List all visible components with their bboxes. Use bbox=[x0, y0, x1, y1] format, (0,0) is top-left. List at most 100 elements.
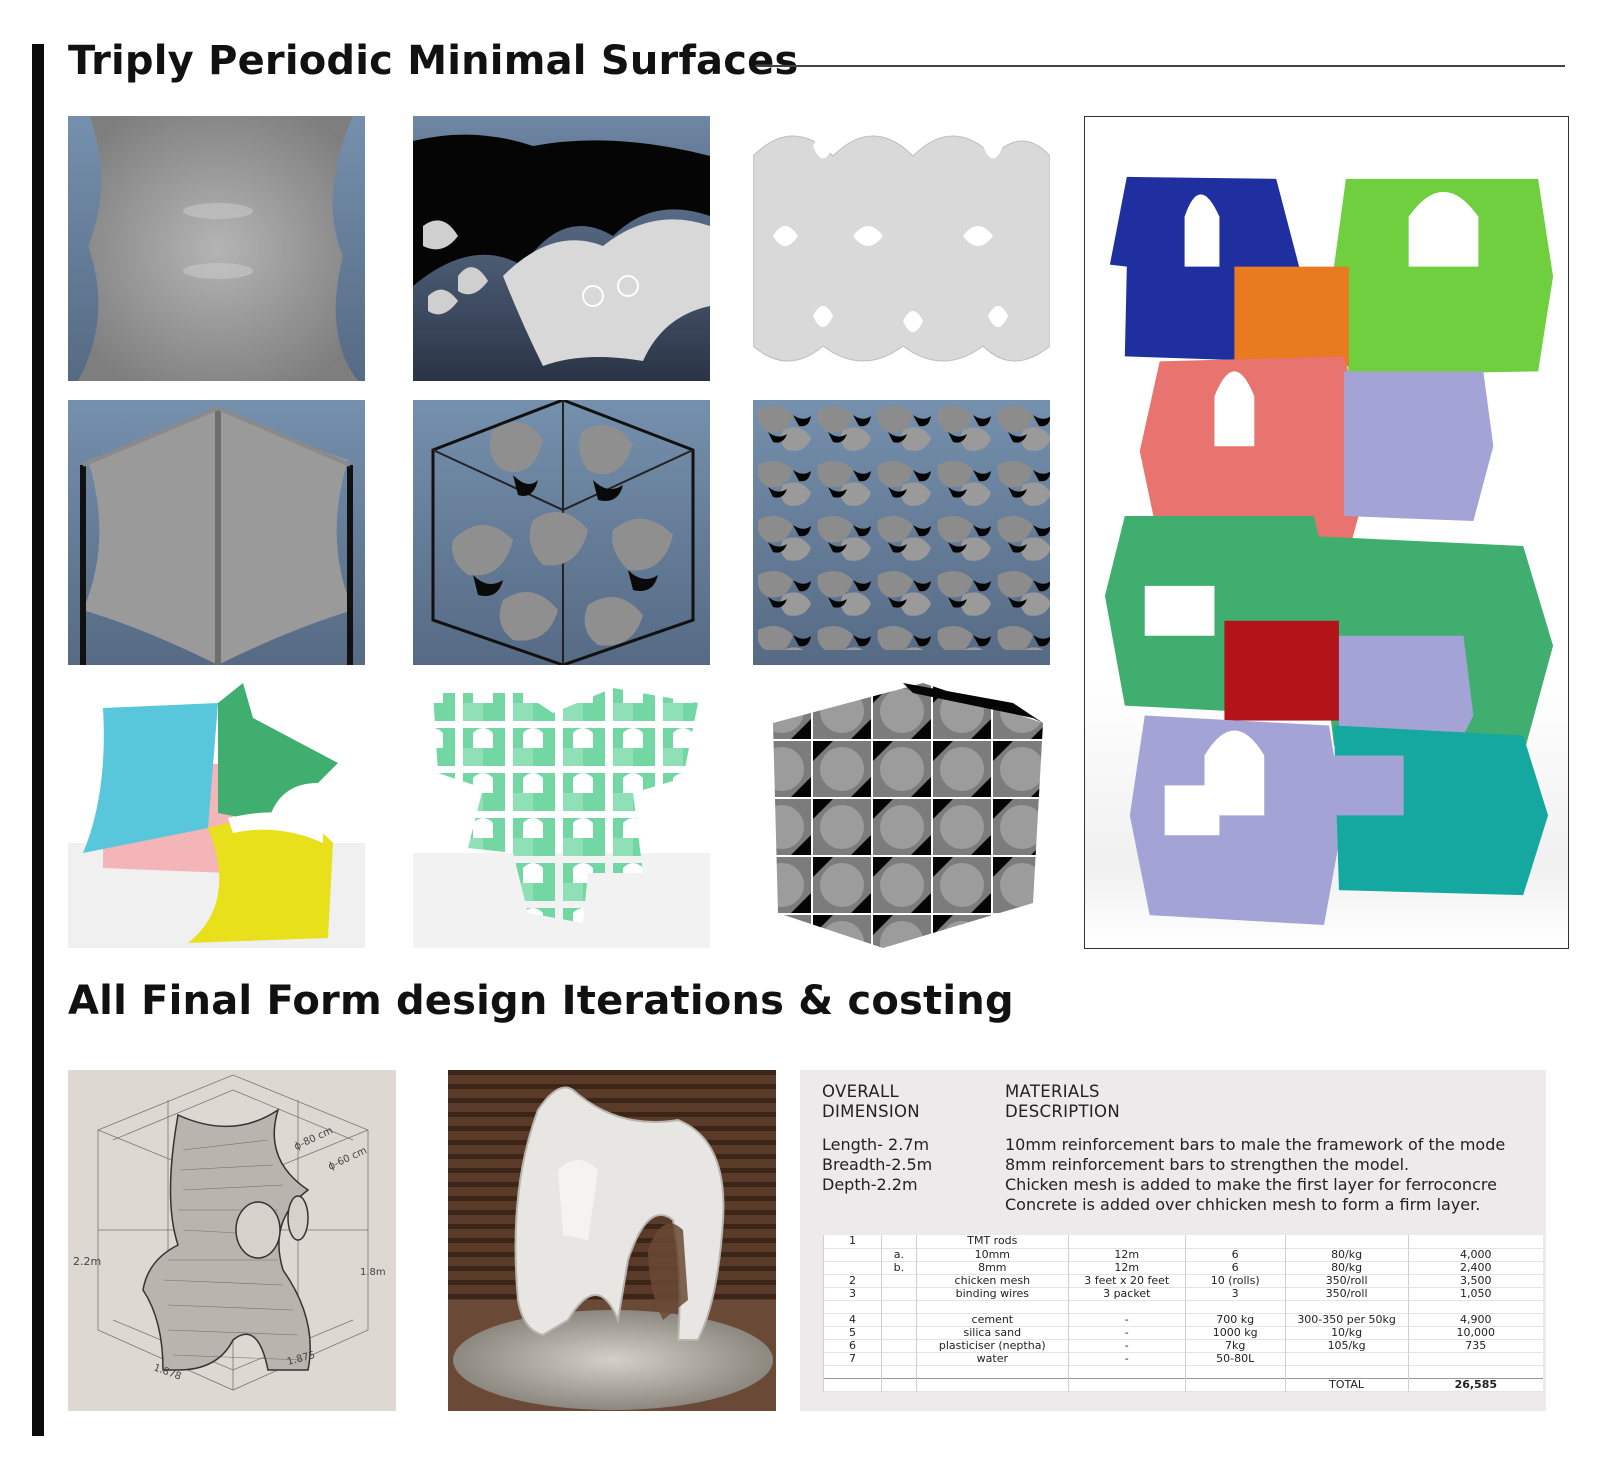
model-photo bbox=[448, 1070, 776, 1411]
cost-cell bbox=[880, 1326, 917, 1339]
cost-cell: 3,500 bbox=[1407, 1274, 1543, 1287]
materials-description-header: MATERIALS DESCRIPTION bbox=[1005, 1082, 1120, 1122]
left-accent-bar bbox=[32, 44, 44, 1436]
cost-cell: cement bbox=[915, 1313, 1069, 1326]
cost-cell bbox=[823, 1261, 882, 1274]
cost-cell: binding wires bbox=[915, 1287, 1069, 1300]
cost-cell bbox=[1407, 1300, 1543, 1313]
cost-cell: - bbox=[1067, 1326, 1186, 1339]
cost-cell: 1000 kg bbox=[1184, 1326, 1286, 1339]
cost-cell bbox=[1184, 1300, 1286, 1313]
cost-cell: 12m bbox=[1067, 1261, 1186, 1274]
render-gyroid-lattice bbox=[753, 400, 1050, 665]
total-value: 26,585 bbox=[1407, 1377, 1543, 1391]
cost-cell: 50-80L bbox=[1184, 1352, 1286, 1365]
cost-cell: chicken mesh bbox=[915, 1274, 1069, 1287]
cost-cell bbox=[1184, 1235, 1286, 1248]
render-gyroid-cube bbox=[413, 400, 710, 665]
cost-cell bbox=[1067, 1300, 1186, 1313]
dimension-length: Length- 2.7m bbox=[822, 1135, 930, 1154]
cost-cell: 300-350 per 50kg bbox=[1284, 1313, 1409, 1326]
sketch-drawing: ϕ-80 cm ϕ-60 cm 2.2m 1.8m 1.878 1.875 bbox=[68, 1070, 396, 1411]
cost-cell: a. bbox=[880, 1248, 917, 1261]
cost-cell: - bbox=[1067, 1339, 1186, 1352]
cost-cell bbox=[880, 1313, 917, 1326]
cost-cell: 10,000 bbox=[1407, 1326, 1543, 1339]
render-mint-assembly bbox=[413, 683, 710, 948]
cost-cell bbox=[880, 1287, 917, 1300]
render-final-colored-tower bbox=[1084, 116, 1569, 949]
costing-sheet: OVERALL DIMENSION MATERIALS DESCRIPTION … bbox=[800, 1070, 1546, 1411]
dimension-list: Length- 2.7m Breadth-2.5m Depth-2.2m bbox=[822, 1135, 932, 1195]
cost-cell: 80/kg bbox=[1284, 1261, 1409, 1274]
cost-cell: 3 feet x 20 feet bbox=[1067, 1274, 1186, 1287]
cost-cell bbox=[1067, 1235, 1186, 1248]
cost-cell bbox=[1284, 1352, 1409, 1365]
cost-table-row bbox=[823, 1365, 1543, 1378]
dimension-depth: Depth-2.2m bbox=[822, 1175, 918, 1194]
cost-cell: 10/kg bbox=[1284, 1326, 1409, 1339]
cost-cell: 4,000 bbox=[1407, 1248, 1543, 1261]
cost-cell: 2,400 bbox=[1407, 1261, 1543, 1274]
cost-cell: 3 packet bbox=[1067, 1287, 1186, 1300]
cost-cell: 105/kg bbox=[1284, 1339, 1409, 1352]
description-line: Concrete is added over chhicken mesh to … bbox=[1005, 1195, 1481, 1214]
materials-header-line2: DESCRIPTION bbox=[1005, 1102, 1120, 1121]
cost-cell bbox=[1407, 1235, 1543, 1248]
cost-table-row bbox=[823, 1300, 1543, 1313]
cost-cell: 80/kg bbox=[1284, 1248, 1409, 1261]
sketch-dim-side: 1.8m bbox=[360, 1267, 386, 1278]
overall-header-line2: DIMENSION bbox=[822, 1102, 920, 1121]
cost-cell: plasticiser (neptha) bbox=[915, 1339, 1069, 1352]
cost-cell: 10 (rolls) bbox=[1184, 1274, 1286, 1287]
cost-cell bbox=[880, 1365, 917, 1378]
cost-cell: 7 bbox=[823, 1352, 882, 1365]
render-schwarz-p-single bbox=[68, 116, 365, 381]
description-line: 10mm reinforcement bars to male the fram… bbox=[1005, 1135, 1506, 1154]
cost-cell: 10mm bbox=[915, 1248, 1069, 1261]
cost-cell: 1 bbox=[823, 1235, 882, 1248]
cost-cell: - bbox=[1067, 1352, 1186, 1365]
cost-cell bbox=[1284, 1365, 1409, 1378]
cost-cell bbox=[1067, 1365, 1186, 1378]
overall-dimension-header: OVERALL DIMENSION bbox=[822, 1082, 920, 1122]
cost-cell: silica sand bbox=[915, 1326, 1069, 1339]
materials-header-line1: MATERIALS bbox=[1005, 1082, 1100, 1101]
cost-cell: water bbox=[915, 1352, 1069, 1365]
cost-cell: 735 bbox=[1407, 1339, 1543, 1352]
render-surface-white-lattice bbox=[753, 116, 1050, 381]
cost-cell: 350/roll bbox=[1284, 1274, 1409, 1287]
cost-cell: 700 kg bbox=[1184, 1313, 1286, 1326]
cost-table-row: 7 water-50-80L bbox=[823, 1352, 1543, 1365]
cost-cell: 7kg bbox=[1184, 1339, 1286, 1352]
cost-cell: 12m bbox=[1067, 1248, 1186, 1261]
cost-cell: - bbox=[1067, 1313, 1186, 1326]
cost-cell: 6 bbox=[823, 1339, 882, 1352]
cost-cell bbox=[880, 1352, 917, 1365]
cost-cell: 3 bbox=[823, 1287, 882, 1300]
render-schwarz-p-cube bbox=[68, 400, 365, 665]
cost-cell: 4 bbox=[823, 1313, 882, 1326]
cost-cell bbox=[1407, 1365, 1543, 1378]
section-title-iterations: All Final Form design Iterations & costi… bbox=[68, 978, 1014, 1024]
cost-cell bbox=[880, 1274, 917, 1287]
cost-cell bbox=[1284, 1300, 1409, 1313]
cost-cell: 3 bbox=[1184, 1287, 1286, 1300]
cost-cell: 2 bbox=[823, 1274, 882, 1287]
description-line: Chicken mesh is added to make the first … bbox=[1005, 1175, 1497, 1194]
total-label: TOTAL bbox=[1284, 1377, 1409, 1391]
cost-cell: b. bbox=[880, 1261, 917, 1274]
cost-cell bbox=[1184, 1365, 1286, 1378]
cost-cell: 6 bbox=[1184, 1248, 1286, 1261]
sketch-dim-height: 2.2m bbox=[73, 1255, 101, 1268]
render-gray-cubic-lattice bbox=[753, 683, 1050, 948]
cost-cell bbox=[915, 1365, 1069, 1378]
